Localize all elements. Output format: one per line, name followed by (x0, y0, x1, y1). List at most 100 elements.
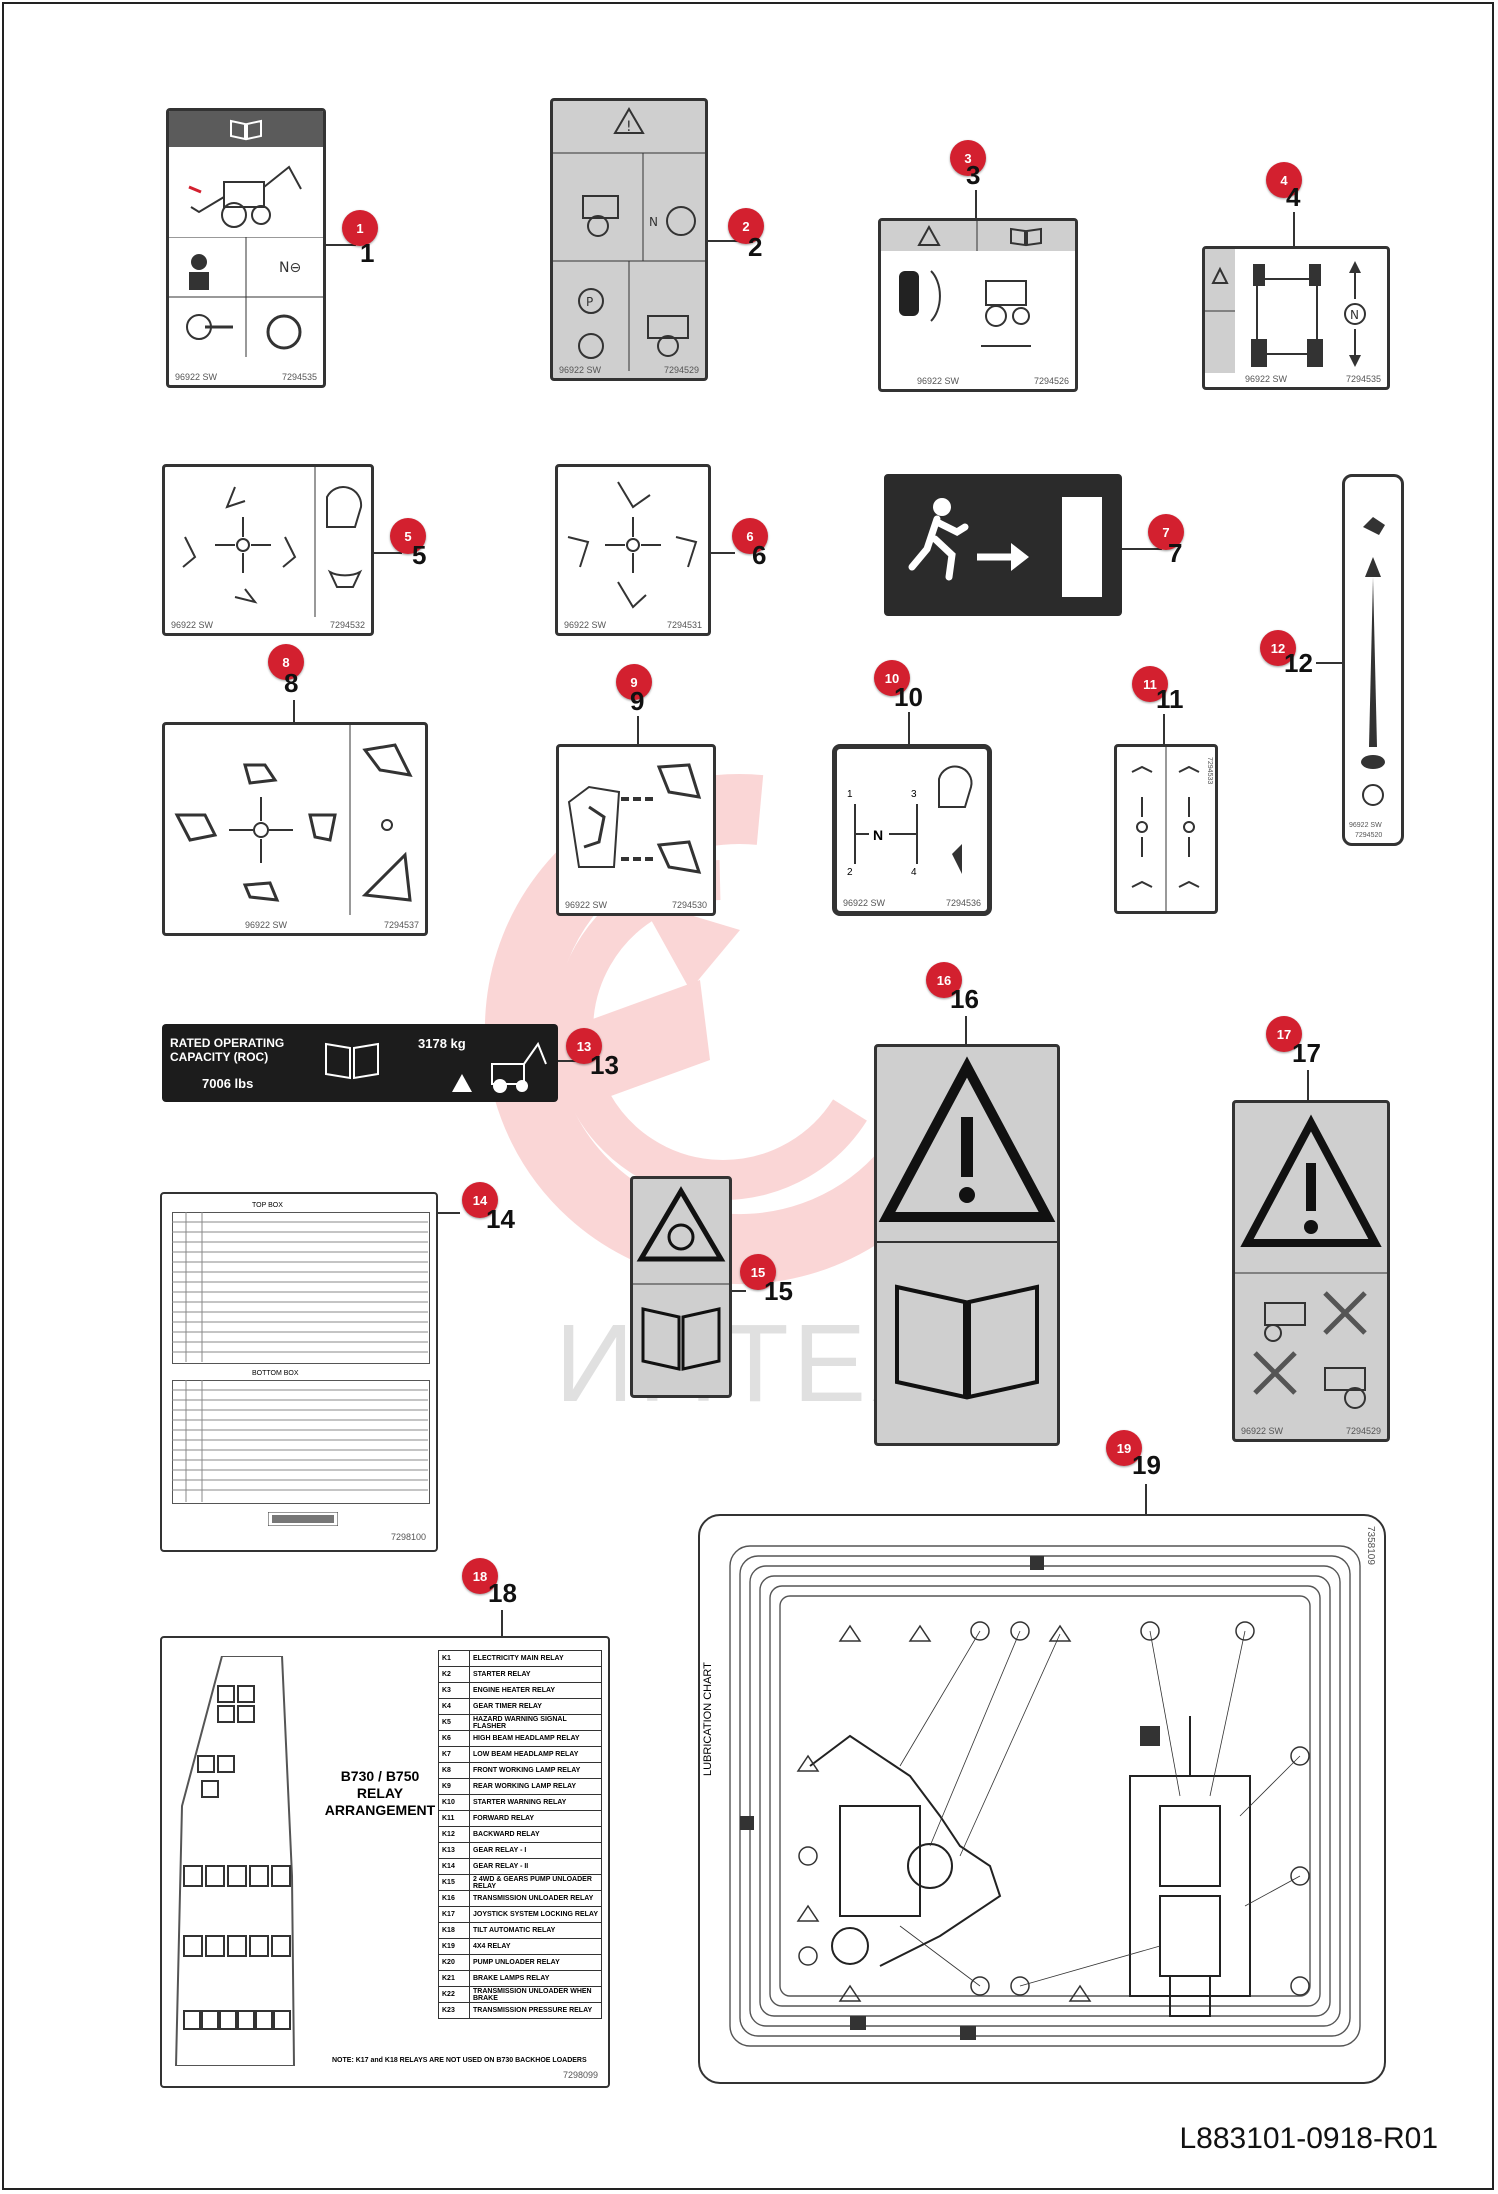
gear-pos-3: 3 (911, 789, 917, 800)
code-left: 96922 SW (1241, 1426, 1284, 1436)
decal-3: 96922 SW 7294526 (878, 218, 1078, 392)
relay-label: FRONT WORKING LAMP RELAY (469, 1762, 602, 1779)
relay-label: GEAR RELAY - II (469, 1858, 602, 1875)
callout-19: 19 (1106, 1430, 1142, 1466)
svg-text:!: ! (626, 119, 632, 135)
code-right: 7358109 (1365, 1526, 1376, 1565)
code-left: 96922 SW (245, 920, 288, 930)
relay-id: K15 (438, 1874, 470, 1891)
decal-16 (874, 1044, 1060, 1446)
manual-book-icon (230, 119, 262, 141)
decal-15 (630, 1176, 732, 1398)
svg-text:P: P (586, 295, 593, 309)
decal-19: LUBRICATION CHART 7358109 (698, 1514, 1386, 2084)
relay-label: REAR WORKING LAMP RELAY (469, 1778, 602, 1795)
callout-13: 13 (566, 1028, 602, 1064)
callout-5: 5 (390, 518, 426, 554)
gear-shift-pattern-icon (854, 765, 973, 874)
backhoe-control-icons (567, 481, 698, 609)
callout-9: 9 (616, 664, 652, 700)
code-right: 7298100 (390, 1532, 426, 1542)
svg-text:N⊖: N⊖ (279, 260, 301, 276)
relay-label: FORWARD RELAY (469, 1810, 602, 1827)
item-number-17: 17 (1292, 1038, 1321, 1068)
code-left: 96922 SW (1349, 822, 1382, 829)
relay-label: LOW BEAM HEADLAMP RELAY (469, 1746, 602, 1763)
gear-pos-n: N (873, 827, 884, 843)
relay-title-2: RELAY (356, 1785, 404, 1801)
relay-label: STARTER WARNING RELAY (469, 1794, 602, 1811)
decal-12: 96922 SW 7294520 (1342, 474, 1404, 846)
relay-label: JOYSTICK SYSTEM LOCKING RELAY (469, 1906, 602, 1923)
decal-9: 96922 SW 7294530 (556, 744, 716, 916)
relay-id: K10 (438, 1794, 470, 1811)
relay-label: HAZARD WARNING SIGNAL FLASHER (469, 1714, 602, 1731)
item-number-6: 6 (752, 540, 767, 570)
roc-line1: RATED OPERATING (170, 1036, 285, 1050)
callout-15: 15 (740, 1254, 776, 1290)
decal-2: ! N P 96922 SW 7294529 (550, 98, 708, 381)
relay-id: K12 (438, 1826, 470, 1843)
relay-id: K16 (438, 1890, 470, 1907)
gear-pos-1: 1 (847, 789, 853, 800)
item-number-4: 4 (1286, 182, 1301, 212)
code-left: 96922 SW (175, 372, 218, 382)
callout-10: 10 (874, 660, 910, 696)
item-number-19: 19 (1132, 1450, 1161, 1480)
item-number-16: 16 (950, 984, 979, 1014)
item-number-7: 7 (1168, 538, 1183, 568)
item-number-12: 12 (1284, 648, 1313, 678)
item-number-10: 10 (894, 682, 923, 712)
relay-label: GEAR RELAY - I (469, 1842, 602, 1859)
relay-label: TILT AUTOMATIC RELAY (469, 1922, 602, 1939)
roc-lbs: 7006 lbs (202, 1076, 254, 1091)
code-left: 96922 SW (1245, 374, 1288, 384)
relay-id: K17 (438, 1906, 470, 1923)
decal-13: RATED OPERATING CAPACITY (ROC) 7006 lbs … (162, 1024, 558, 1102)
relay-label: ENGINE HEATER RELAY (469, 1682, 602, 1699)
code-right: 7294535 (281, 372, 317, 382)
relay-id: K20 (438, 1954, 470, 1971)
emergency-exit-icon (908, 497, 1102, 597)
callout-14: 14 (462, 1182, 498, 1218)
relay-label: TRANSMISSION UNLOADER RELAY (469, 1890, 602, 1907)
relay-id: K4 (438, 1698, 470, 1715)
relay-label: 2 4WD & GEARS PUMP UNLOADER RELAY (469, 1874, 602, 1891)
relay-title-1: B730 / B750 (340, 1768, 420, 1784)
relay-id: K11 (438, 1810, 470, 1827)
roc-kg: 3178 kg (418, 1036, 466, 1051)
relay-label: ELECTRICITY MAIN RELAY (469, 1650, 602, 1667)
code-right: 7298099 (562, 2070, 598, 2080)
item-number-8: 8 (284, 668, 299, 698)
lubrication-chart-diagram (729, 1545, 1361, 2047)
relay-label: STARTER RELAY (469, 1666, 602, 1683)
lubrication-chart-label: LUBRICATION CHART (702, 1662, 714, 1776)
callout-18: 18 (462, 1558, 498, 1594)
loader-control-icons (182, 467, 363, 617)
gear-pos-4: 4 (911, 867, 917, 878)
loader-weight-icon (452, 1041, 547, 1093)
decal-7 (884, 474, 1122, 616)
warning-read-manual-icons (877, 1056, 1057, 1400)
relay-label: HIGH BEAM HEADLAMP RELAY (469, 1730, 602, 1747)
code-left: 96922 SW (559, 365, 602, 375)
item-number-9: 9 (630, 686, 645, 716)
start-procedure-icons: N⊖ (169, 237, 323, 357)
code-right: 7294520 (1355, 832, 1383, 839)
